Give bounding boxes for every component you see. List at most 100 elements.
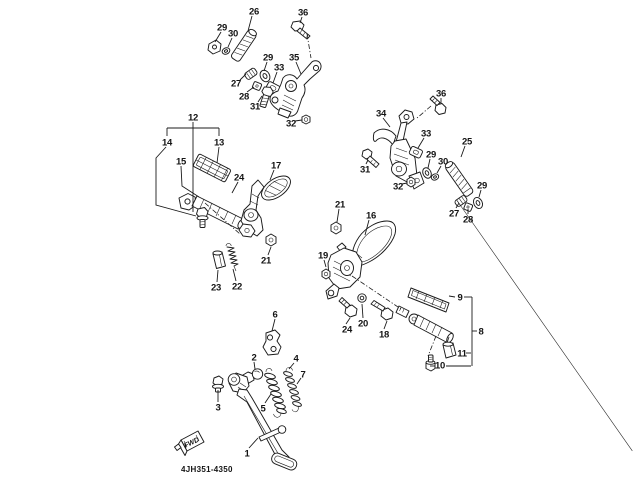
part-30-ring-right	[430, 173, 440, 181]
part-label-33: 33	[274, 63, 284, 74]
part-27-spring-pin-right	[454, 195, 633, 452]
leader-line-27	[455, 202, 460, 209]
leader-line-6	[271, 318, 276, 332]
assembly-axis-line	[204, 202, 241, 235]
part-label-11: 11	[457, 349, 467, 360]
leader-line-2	[253, 361, 256, 370]
part-label-35: 35	[289, 53, 300, 64]
leader-line-32	[294, 119, 303, 122]
part-31-bolt-right	[361, 148, 380, 168]
leader-line-29	[263, 61, 268, 72]
leader-line-13	[216, 146, 220, 164]
part-21-nut-left	[265, 233, 277, 247]
part-13-rubber-pad	[192, 153, 232, 183]
leader-line-24	[231, 181, 239, 194]
leader-line-28	[246, 86, 255, 93]
part-24-bolt-center	[338, 297, 358, 318]
part-label-9: 9	[458, 293, 463, 304]
part-16-heel-guard	[351, 220, 397, 267]
part-29-damper-block	[207, 39, 222, 55]
leader-line-17	[269, 169, 275, 181]
part-10-bolt	[425, 354, 436, 372]
part-label-30: 30	[228, 29, 238, 40]
part-label-32: 32	[286, 119, 296, 130]
part-33-collar-right	[408, 146, 423, 159]
leader-line-25	[460, 145, 466, 158]
leader-line-31	[365, 159, 369, 165]
part-label-36: 36	[298, 8, 308, 19]
part-6-bracket-plate	[262, 329, 282, 356]
part-label-24: 24	[342, 325, 353, 336]
part-label-23: 23	[211, 283, 221, 294]
leader-line-30	[227, 37, 233, 48]
part-16-bracket-body	[325, 242, 363, 300]
part-label-26: 26	[249, 7, 259, 18]
part-3-bolt	[212, 375, 224, 393]
part-25-footpeg	[444, 161, 474, 197]
part-label-30: 30	[438, 157, 448, 168]
part-32-nut-right	[406, 176, 416, 188]
fwd-flag-edge	[178, 439, 188, 456]
part-label-16: 16	[366, 211, 376, 222]
leader-line-35	[295, 61, 302, 75]
part-label-12: 12	[188, 113, 198, 124]
part-label-29: 29	[263, 53, 273, 64]
leader-line-23	[216, 269, 219, 283]
part-35-bracket	[269, 60, 322, 119]
part-17-bracket	[238, 175, 291, 238]
assembly-axis-line	[416, 105, 432, 119]
leader-line-5	[264, 393, 272, 404]
part-31-bolt	[259, 86, 274, 109]
part-9-rubber-pad	[407, 287, 450, 313]
part-28-joint-right	[463, 202, 474, 212]
part-label-33: 33	[421, 129, 431, 140]
leader-line-16	[364, 219, 370, 236]
part-14-bolt	[196, 207, 209, 228]
assembly-rear-bracket-16	[321, 220, 397, 321]
part-34-bracket	[372, 109, 425, 190]
part-label-28: 28	[463, 215, 473, 226]
part-label-20: 20	[358, 319, 368, 330]
leader-line-30	[436, 165, 442, 174]
fwd-marker: FWD	[174, 430, 205, 456]
part-28-joint	[251, 81, 263, 91]
assembly-bracket-left-17	[212, 175, 291, 272]
part-22-spring	[225, 243, 239, 272]
part-label-13: 13	[214, 138, 224, 149]
part-label-7: 7	[301, 370, 306, 381]
leader-line-32	[401, 182, 408, 185]
leader-line-21	[336, 208, 340, 223]
part-label-24: 24	[234, 173, 245, 184]
leader-line-27	[239, 73, 247, 81]
part-27-spring-pin	[244, 67, 258, 80]
part-label-31: 31	[360, 165, 371, 176]
part-label-25: 25	[462, 137, 473, 148]
leader-line-31	[257, 95, 263, 103]
part-label-36: 36	[436, 89, 446, 100]
leader-line-24	[345, 317, 351, 325]
part-19-nut	[321, 268, 331, 280]
leader-line-33	[272, 71, 278, 84]
part-1-stand-leg	[236, 388, 298, 471]
part-12-footrest-bar	[191, 195, 245, 230]
leader-line-1	[248, 437, 259, 449]
part-36-bolt-right	[429, 95, 447, 115]
part-label-28: 28	[239, 92, 249, 103]
part-label-22: 22	[232, 282, 242, 293]
part-label-34: 34	[376, 109, 387, 120]
part-label-31: 31	[250, 102, 261, 113]
leader-line-26	[247, 15, 253, 32]
leader-line-22	[232, 268, 237, 282]
part-20-washer	[357, 293, 367, 303]
leader-line-20	[361, 303, 364, 319]
leader-line-9	[448, 295, 456, 298]
part-29-washer	[259, 69, 271, 83]
part-label-15: 15	[176, 157, 187, 168]
part-label-29: 29	[426, 150, 436, 161]
assembly-axis-line	[446, 336, 450, 344]
part-label-2: 2	[252, 353, 257, 364]
part-label-8: 8	[479, 327, 484, 338]
leader-line-29	[214, 31, 222, 43]
